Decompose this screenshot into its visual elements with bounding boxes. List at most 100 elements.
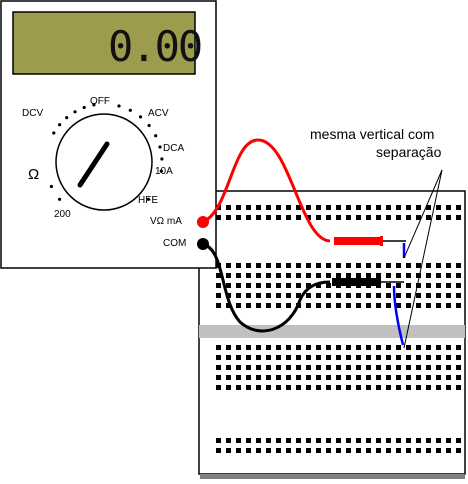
breadboard-hole	[236, 345, 241, 350]
breadboard-hole	[436, 365, 441, 370]
breadboard-hole	[446, 273, 451, 278]
breadboard-hole	[336, 365, 341, 370]
breadboard-hole	[316, 448, 321, 453]
blue-jumper-wire	[392, 243, 406, 346]
breadboard-hole	[236, 273, 241, 278]
breadboard-hole	[226, 215, 231, 220]
breadboard-hole	[276, 355, 281, 360]
breadboard-hole	[266, 215, 271, 220]
breadboard-hole	[376, 215, 381, 220]
breadboard-hole	[386, 448, 391, 453]
breadboard-hole	[286, 205, 291, 210]
dial-label-acv: ACV	[148, 108, 169, 119]
breadboard-hole	[356, 273, 361, 278]
breadboard-hole	[326, 375, 331, 380]
breadboard-hole	[286, 438, 291, 443]
breadboard-hole	[456, 345, 461, 350]
breadboard-hole	[366, 215, 371, 220]
breadboard-hole	[256, 345, 261, 350]
breadboard-hole	[306, 263, 311, 268]
breadboard-hole	[346, 438, 351, 443]
breadboard-hole	[296, 375, 301, 380]
dial-dot	[147, 123, 151, 128]
breadboard-hole	[456, 438, 461, 443]
breadboard-hole	[226, 283, 231, 288]
breadboard-hole	[336, 303, 341, 308]
breadboard-hole	[436, 293, 441, 298]
breadboard-hole	[426, 293, 431, 298]
breadboard-hole	[306, 293, 311, 298]
breadboard-hole	[396, 215, 401, 220]
breadboard-hole	[426, 355, 431, 360]
breadboard-hole	[236, 355, 241, 360]
breadboard-hole	[456, 355, 461, 360]
breadboard-hole	[416, 365, 421, 370]
breadboard-hole	[236, 448, 241, 453]
breadboard-hole	[306, 273, 311, 278]
breadboard-hole	[366, 263, 371, 268]
breadboard-hole	[416, 293, 421, 298]
breadboard-hole	[226, 345, 231, 350]
breadboard-bottom-edge	[200, 474, 465, 479]
breadboard-hole	[256, 355, 261, 360]
breadboard-hole	[386, 205, 391, 210]
dial-dot	[138, 115, 143, 119]
breadboard-hole	[376, 365, 381, 370]
breadboard-hole	[256, 303, 261, 308]
breadboard-hole	[406, 375, 411, 380]
lcd-reading: 0.00	[108, 22, 203, 71]
breadboard-hole	[316, 385, 321, 390]
breadboard-hole	[276, 385, 281, 390]
breadboard-hole	[236, 293, 241, 298]
breadboard-hole	[356, 365, 361, 370]
breadboard-hole	[356, 215, 361, 220]
breadboard-hole	[226, 385, 231, 390]
breadboard-hole	[356, 385, 361, 390]
breadboard-hole	[246, 438, 251, 443]
breadboard-hole	[306, 438, 311, 443]
dial-dot	[146, 197, 150, 201]
dial-dot	[128, 108, 132, 112]
annotation-leaders	[403, 169, 443, 349]
breadboard-hole	[316, 345, 321, 350]
breadboard-hole	[226, 355, 231, 360]
breadboard-hole	[296, 205, 301, 210]
breadboard-hole	[356, 205, 361, 210]
breadboard-hole	[276, 293, 281, 298]
breadboard-hole	[446, 365, 451, 370]
breadboard-hole	[326, 448, 331, 453]
breadboard-hole	[266, 345, 271, 350]
breadboard-hole	[266, 365, 271, 370]
dial-dot	[159, 169, 163, 173]
dial-pointer	[77, 141, 110, 188]
breadboard-hole	[386, 355, 391, 360]
breadboard-hole	[316, 205, 321, 210]
breadboard-hole	[286, 355, 291, 360]
breadboard-hole	[426, 215, 431, 220]
breadboard-hole	[246, 273, 251, 278]
breadboard-hole	[446, 263, 451, 268]
breadboard-hole	[326, 215, 331, 220]
breadboard-hole	[336, 448, 341, 453]
breadboard-hole	[346, 303, 351, 308]
breadboard-hole	[386, 375, 391, 380]
breadboard-hole	[396, 448, 401, 453]
breadboard-hole	[286, 448, 291, 453]
breadboard-hole	[436, 215, 441, 220]
breadboard-hole	[286, 385, 291, 390]
breadboard-hole	[286, 293, 291, 298]
black-test-lead	[202, 242, 404, 333]
breadboard-hole	[226, 438, 231, 443]
breadboard-hole	[406, 283, 411, 288]
breadboard-hole	[426, 273, 431, 278]
breadboard-hole	[456, 215, 461, 220]
breadboard-hole	[406, 303, 411, 308]
breadboard-hole	[296, 263, 301, 268]
breadboard-hole	[446, 303, 451, 308]
breadboard-hole	[396, 365, 401, 370]
breadboard-hole	[316, 375, 321, 380]
breadboard-hole	[276, 448, 281, 453]
breadboard-hole	[266, 205, 271, 210]
breadboard-hole	[236, 205, 241, 210]
breadboard-hole	[256, 385, 261, 390]
